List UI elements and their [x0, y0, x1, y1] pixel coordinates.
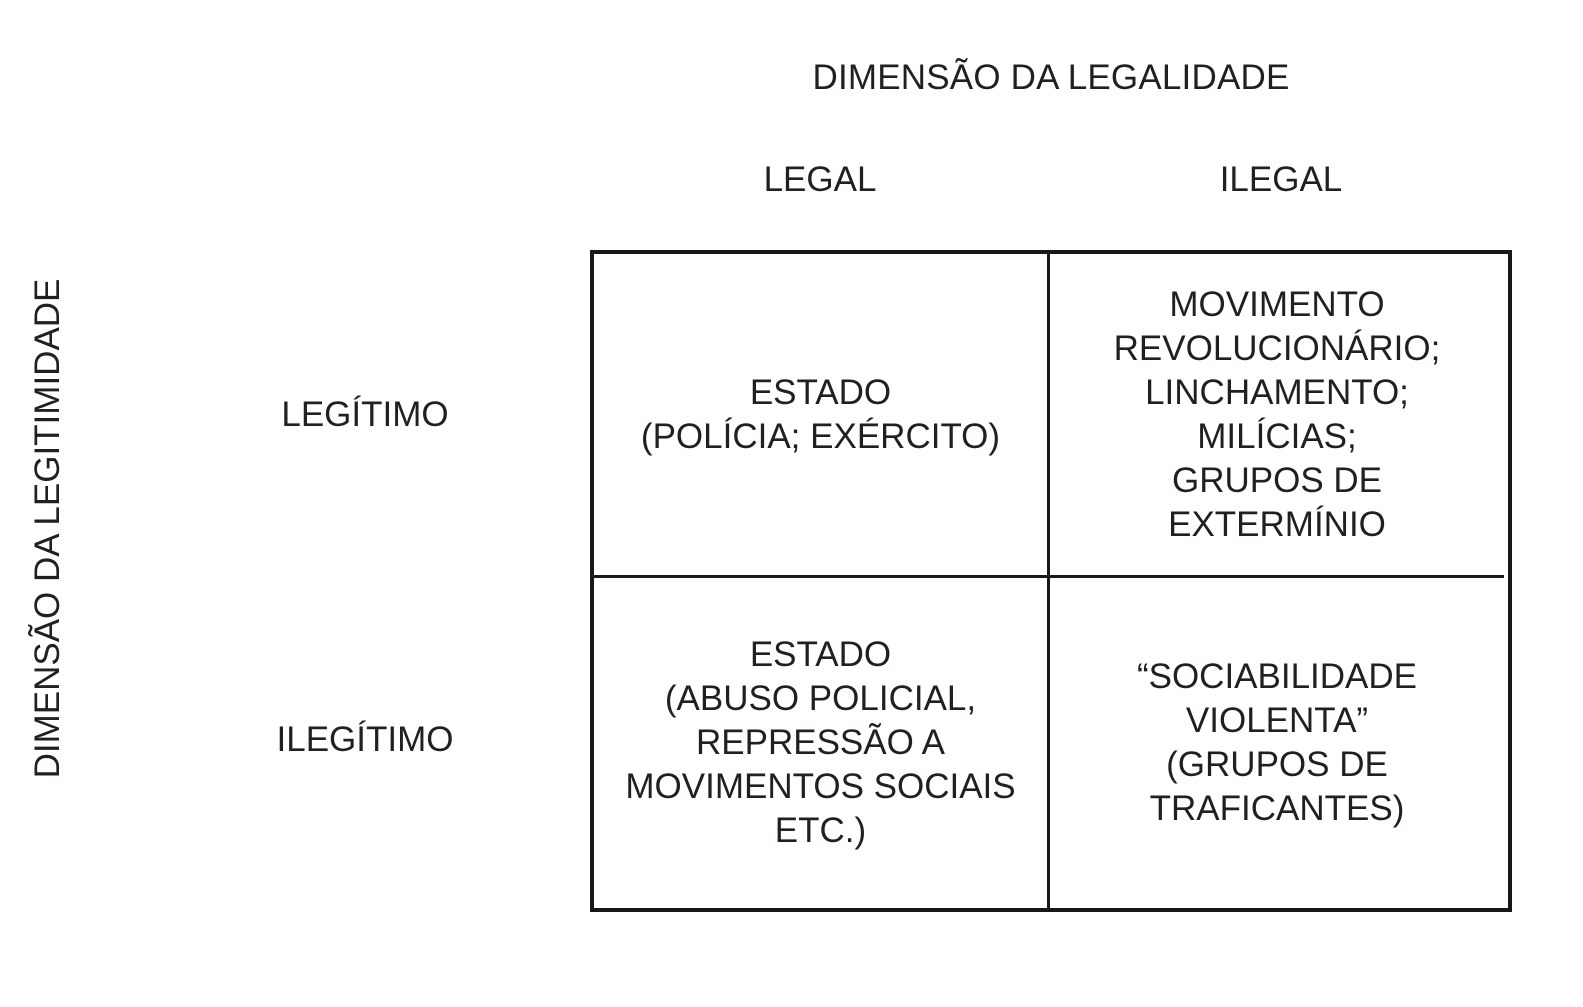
row-header-column: LEGÍTIMO ILEGÍTIMO [150, 250, 580, 912]
cell-ilegal-ilegitimo: “SOCIABILIDADE VIOLENTA” (GRUPOS DE TRAF… [1050, 578, 1504, 908]
column-header-legal: LEGAL [763, 160, 877, 199]
cell-ilegal-legitimo: MOVIMENTO REVOLUCIONÁRIO; LINCHAMENTO; M… [1050, 254, 1504, 578]
y-axis-title: DIMENSÃO DA LEGITIMIDADE [0, 0, 96, 1007]
cell-ilegal-ilegitimo-text: “SOCIABILIDADE VIOLENTA” (GRUPOS DE TRAF… [1136, 657, 1418, 828]
row-header-ilegitimo: ILEGÍTIMO [276, 720, 454, 759]
column-header-row: LEGAL ILEGAL [590, 158, 1512, 202]
x-axis-title: DIMENSÃO DA LEGALIDADE [812, 58, 1290, 97]
cell-legal-ilegitimo-text: ESTADO (ABUSO POLICIAL, REPRESSÃO A MOVI… [625, 635, 1016, 850]
y-axis-title-text: DIMENSÃO DA LEGITIMIDADE [28, 278, 67, 779]
cell-legal-ilegitimo: ESTADO (ABUSO POLICIAL, REPRESSÃO A MOVI… [594, 578, 1050, 908]
cell-legal-legitimo: ESTADO (POLÍCIA; EXÉRCITO) [594, 254, 1050, 578]
matrix-grid: ESTADO (POLÍCIA; EXÉRCITO) MOVIMENTO REV… [590, 250, 1512, 912]
column-header-ilegal: ILEGAL [1219, 160, 1343, 199]
cell-ilegal-legitimo-text: MOVIMENTO REVOLUCIONÁRIO; LINCHAMENTO; M… [1113, 284, 1441, 544]
cell-legal-legitimo-text: ESTADO (POLÍCIA; EXÉRCITO) [640, 372, 1001, 456]
row-header-legitimo: LEGÍTIMO [281, 395, 449, 434]
